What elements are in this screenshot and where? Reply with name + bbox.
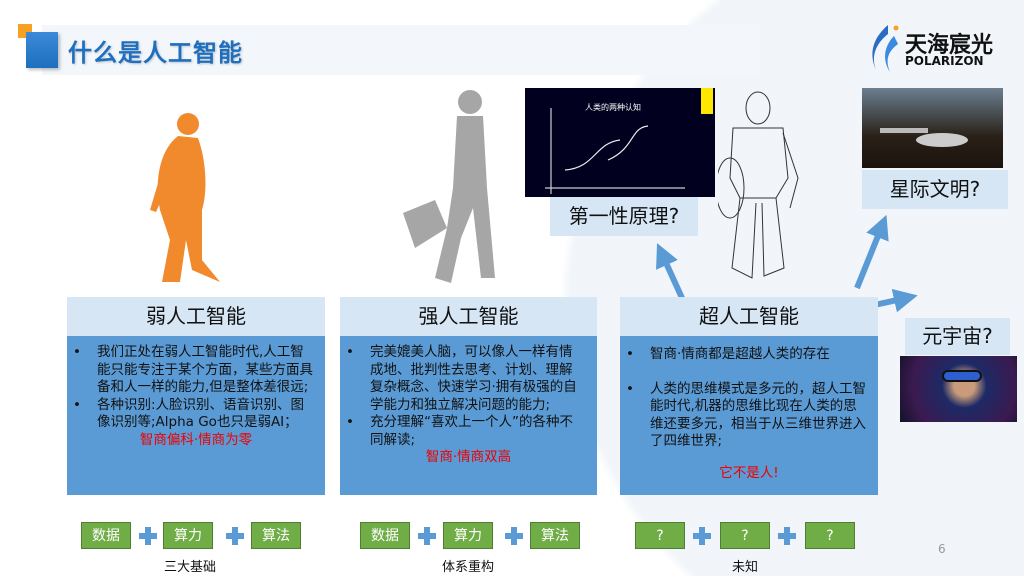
panel-super-ai: 超人工智能 智商·情商都是超越人类的存在人类的思维模式是多元的，超人工智能时代,… — [620, 297, 878, 495]
arrow-interstellar — [854, 214, 889, 290]
caption-weak: 三大基础 — [163, 560, 216, 575]
interstellar-label: 星际文明? — [862, 170, 1008, 209]
starship-image — [862, 88, 1003, 168]
block-0: 数据 — [81, 522, 131, 549]
page-number: 6 — [938, 542, 946, 556]
walking-man-image — [403, 90, 495, 283]
bullet: 各种识别:人脸识别、语音识别、图像识别等;Alpha Go也只是弱AI； — [73, 397, 313, 432]
highlight-text: 它不是人! — [719, 464, 779, 481]
arrow-first-principle — [656, 243, 685, 300]
cognition-chart-image: 人类的两种认知 — [525, 88, 715, 197]
ape-figure-image — [150, 113, 220, 282]
bullet: 人类的思维模式是多元的，超人工智能时代,机器的思维比现在人类的思维还要多元，相当… — [626, 381, 866, 451]
block-2: 算法 — [530, 522, 580, 549]
plus-icon — [778, 527, 796, 545]
logo-text-en: POLARIZON — [905, 54, 984, 68]
chart-image-title: 人类的两种认知 — [585, 103, 641, 112]
bullet: 完美媲美人脑，可以像人一样有情成地、批判性去思考、计划、理解复杂概念、快速学习·… — [346, 344, 585, 414]
vr-headset-image — [900, 356, 1017, 422]
logo-icon — [872, 25, 899, 72]
plus-icon — [693, 527, 711, 545]
block-2: ? — [805, 522, 855, 549]
panel-weak-ai: 弱人工智能 我们正处在弱人工智能时代,人工智能只能专注于某个方面，某些方面具备和… — [67, 297, 325, 495]
block-1: 算力 — [443, 522, 493, 549]
robot-sketch-image — [718, 91, 799, 279]
page-title: 什么是人工智能 — [68, 39, 243, 67]
highlight-text: 智商偏科·情商为零 — [139, 431, 253, 448]
title-accent-blue — [26, 32, 58, 68]
plus-icon — [226, 527, 244, 545]
block-1: ? — [720, 522, 770, 549]
panel-strong-ai: 强人工智能 完美媲美人脑，可以像人一样有情成地、批判性去思考、计划、理解复杂概念… — [340, 297, 597, 495]
plus-icon — [418, 527, 436, 545]
block-0: 数据 — [360, 522, 410, 549]
logo-text-cn: 天海宸光 — [905, 33, 994, 58]
block-0: ? — [635, 522, 685, 549]
panel-title: 超人工智能 — [620, 297, 878, 336]
bullet: 智商·情商都是超越人类的存在 — [626, 346, 866, 364]
bullet: 充分理解“喜欢上一个人”的各种不同解读; — [346, 414, 585, 449]
first-principle-label: 第一性原理? — [550, 197, 698, 236]
plus-icon — [505, 527, 523, 545]
bullet: 我们正处在弱人工智能时代,人工智能只能专注于某个方面，某些方面具备和人一样的能力… — [73, 344, 313, 397]
panel-title: 强人工智能 — [340, 297, 597, 336]
caption-strong: 体系重构 — [441, 560, 494, 575]
plus-icon — [139, 527, 157, 545]
metaverse-label: 元宇宙? — [905, 318, 1010, 355]
highlight-text: 智商·情商双高 — [425, 449, 512, 465]
caption-super: 未知 — [731, 560, 758, 575]
block-1: 算力 — [163, 522, 213, 549]
block-2: 算法 — [251, 522, 301, 549]
title-bar — [42, 25, 760, 75]
panel-title: 弱人工智能 — [67, 297, 325, 336]
